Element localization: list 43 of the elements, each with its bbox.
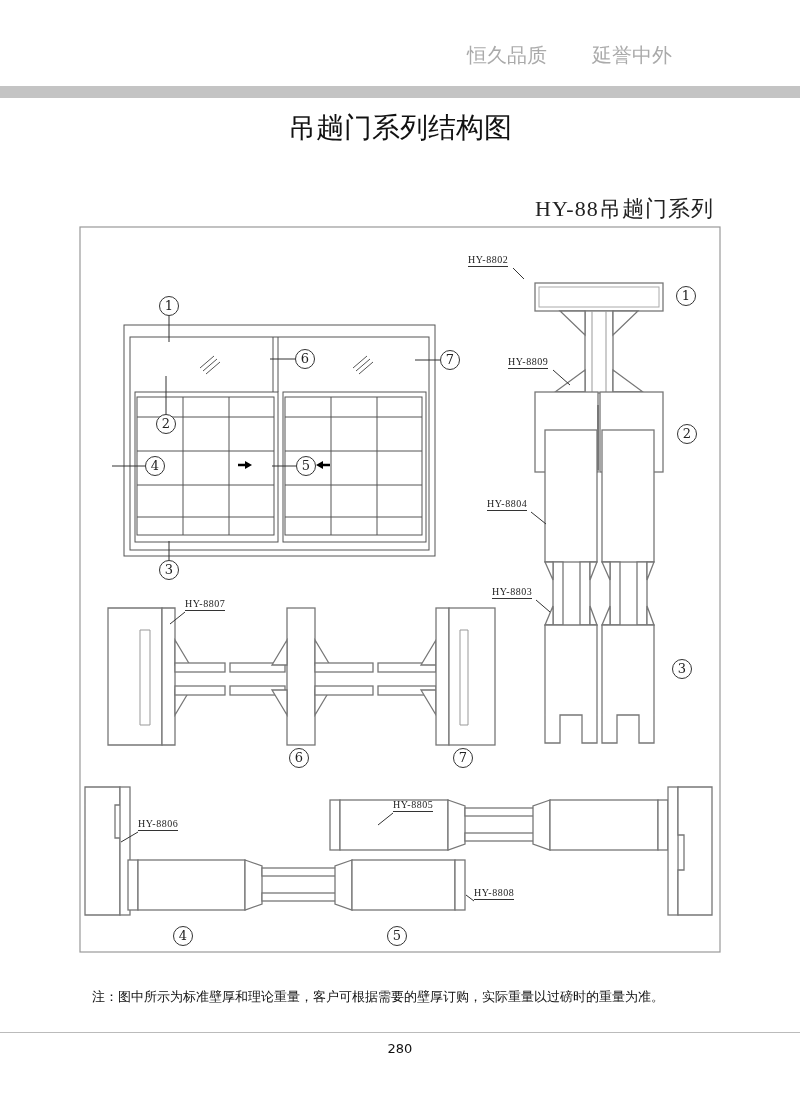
part-code-label: HY-8806 [138, 818, 179, 831]
part-code-label: HY-8807 [185, 598, 226, 611]
leader-line [512, 267, 525, 280]
leader-line [271, 465, 297, 467]
callout-number: 4 [173, 926, 193, 946]
callout-number: 3 [672, 659, 692, 679]
callout-number: 3 [159, 560, 179, 580]
part-code-label: HY-8804 [487, 498, 528, 511]
callout-number: 2 [677, 424, 697, 444]
leader-line [120, 831, 139, 843]
leader-line [169, 611, 186, 625]
leader-line [377, 812, 394, 826]
leader-line [269, 358, 296, 360]
leader-line [535, 599, 551, 613]
series-heading: HY-88吊趟门系列 [535, 195, 714, 223]
callout-number: 4 [145, 456, 165, 476]
callout-number: 1 [159, 296, 179, 316]
callout-number: 5 [296, 456, 316, 476]
callout-number: 7 [440, 350, 460, 370]
page-title: 吊趟门系列结构图 [288, 111, 512, 144]
leader-line [165, 375, 167, 415]
callout-number: 6 [295, 349, 315, 369]
callout-number: 6 [289, 748, 309, 768]
part-code-label: HY-8808 [474, 887, 515, 900]
part-code-label: HY-8802 [468, 254, 509, 267]
part-code-label: HY-8805 [393, 799, 434, 812]
page-number: 280 [387, 1041, 413, 1056]
callout-number: 2 [156, 414, 176, 434]
slogan-text: 延誉中外 [592, 42, 672, 68]
slogan-text: 恒久品质 [467, 42, 547, 68]
leader-line [168, 540, 170, 561]
note-text: 注：图中所示为标准壁厚和理论重量，客户可根据需要的壁厚订购，实际重量以过磅时的重量为准。 [92, 988, 664, 1006]
callout-number: 5 [387, 926, 407, 946]
leader-line [414, 359, 441, 361]
leader-line [530, 511, 547, 525]
callout-number: 7 [453, 748, 473, 768]
leader-line [111, 465, 146, 467]
leader-line [552, 369, 571, 386]
part-code-label: HY-8803 [492, 586, 533, 599]
leader-line [168, 315, 170, 343]
leader-line [465, 894, 475, 902]
part-code-label: HY-8809 [508, 356, 549, 369]
callout-number: 1 [676, 286, 696, 306]
